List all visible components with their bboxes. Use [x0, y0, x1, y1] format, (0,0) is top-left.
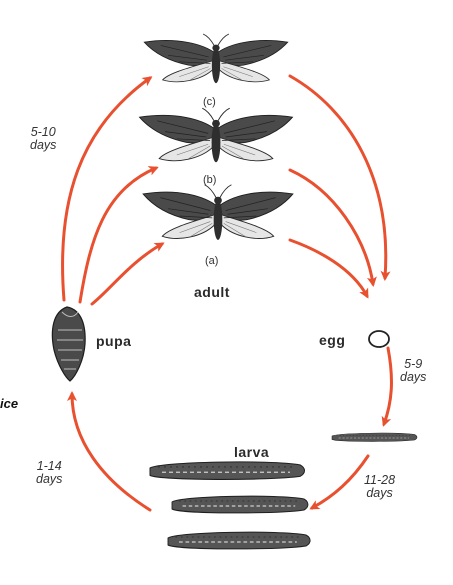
- pupa-label: pupa: [96, 333, 131, 349]
- arrow-larva-to-pupa: [72, 394, 150, 510]
- adult-label: adult: [194, 284, 230, 300]
- adult-moth-a: [143, 185, 293, 240]
- arrow-egg-to-larva: [384, 348, 391, 424]
- arrow-adult-b-to-egg: [290, 170, 373, 284]
- larva-2: [172, 496, 308, 513]
- adult-moth-c: [144, 34, 288, 83]
- egg-label: egg: [319, 332, 345, 348]
- arrow-adult-a-to-egg: [290, 240, 367, 296]
- variant-label-a: (a): [205, 255, 218, 267]
- arrow-pupa-to-adult-c: [63, 78, 150, 300]
- arrow-pupa-to-adult-a: [92, 244, 162, 304]
- pupa-shape: [52, 307, 85, 381]
- larva-1: [150, 462, 305, 480]
- larva-small: [332, 433, 417, 441]
- larva-label: larva: [234, 444, 269, 460]
- cut-off-text: ice: [0, 396, 18, 411]
- arrow-pupa-to-adult-b: [80, 168, 156, 302]
- larva-3: [168, 532, 310, 549]
- egg-shape: [369, 331, 389, 347]
- arrow-larva-growth: [312, 456, 368, 508]
- variant-label-c: (c): [203, 96, 216, 108]
- adult-moth-b: [140, 108, 293, 162]
- variant-label-b: (b): [203, 174, 216, 186]
